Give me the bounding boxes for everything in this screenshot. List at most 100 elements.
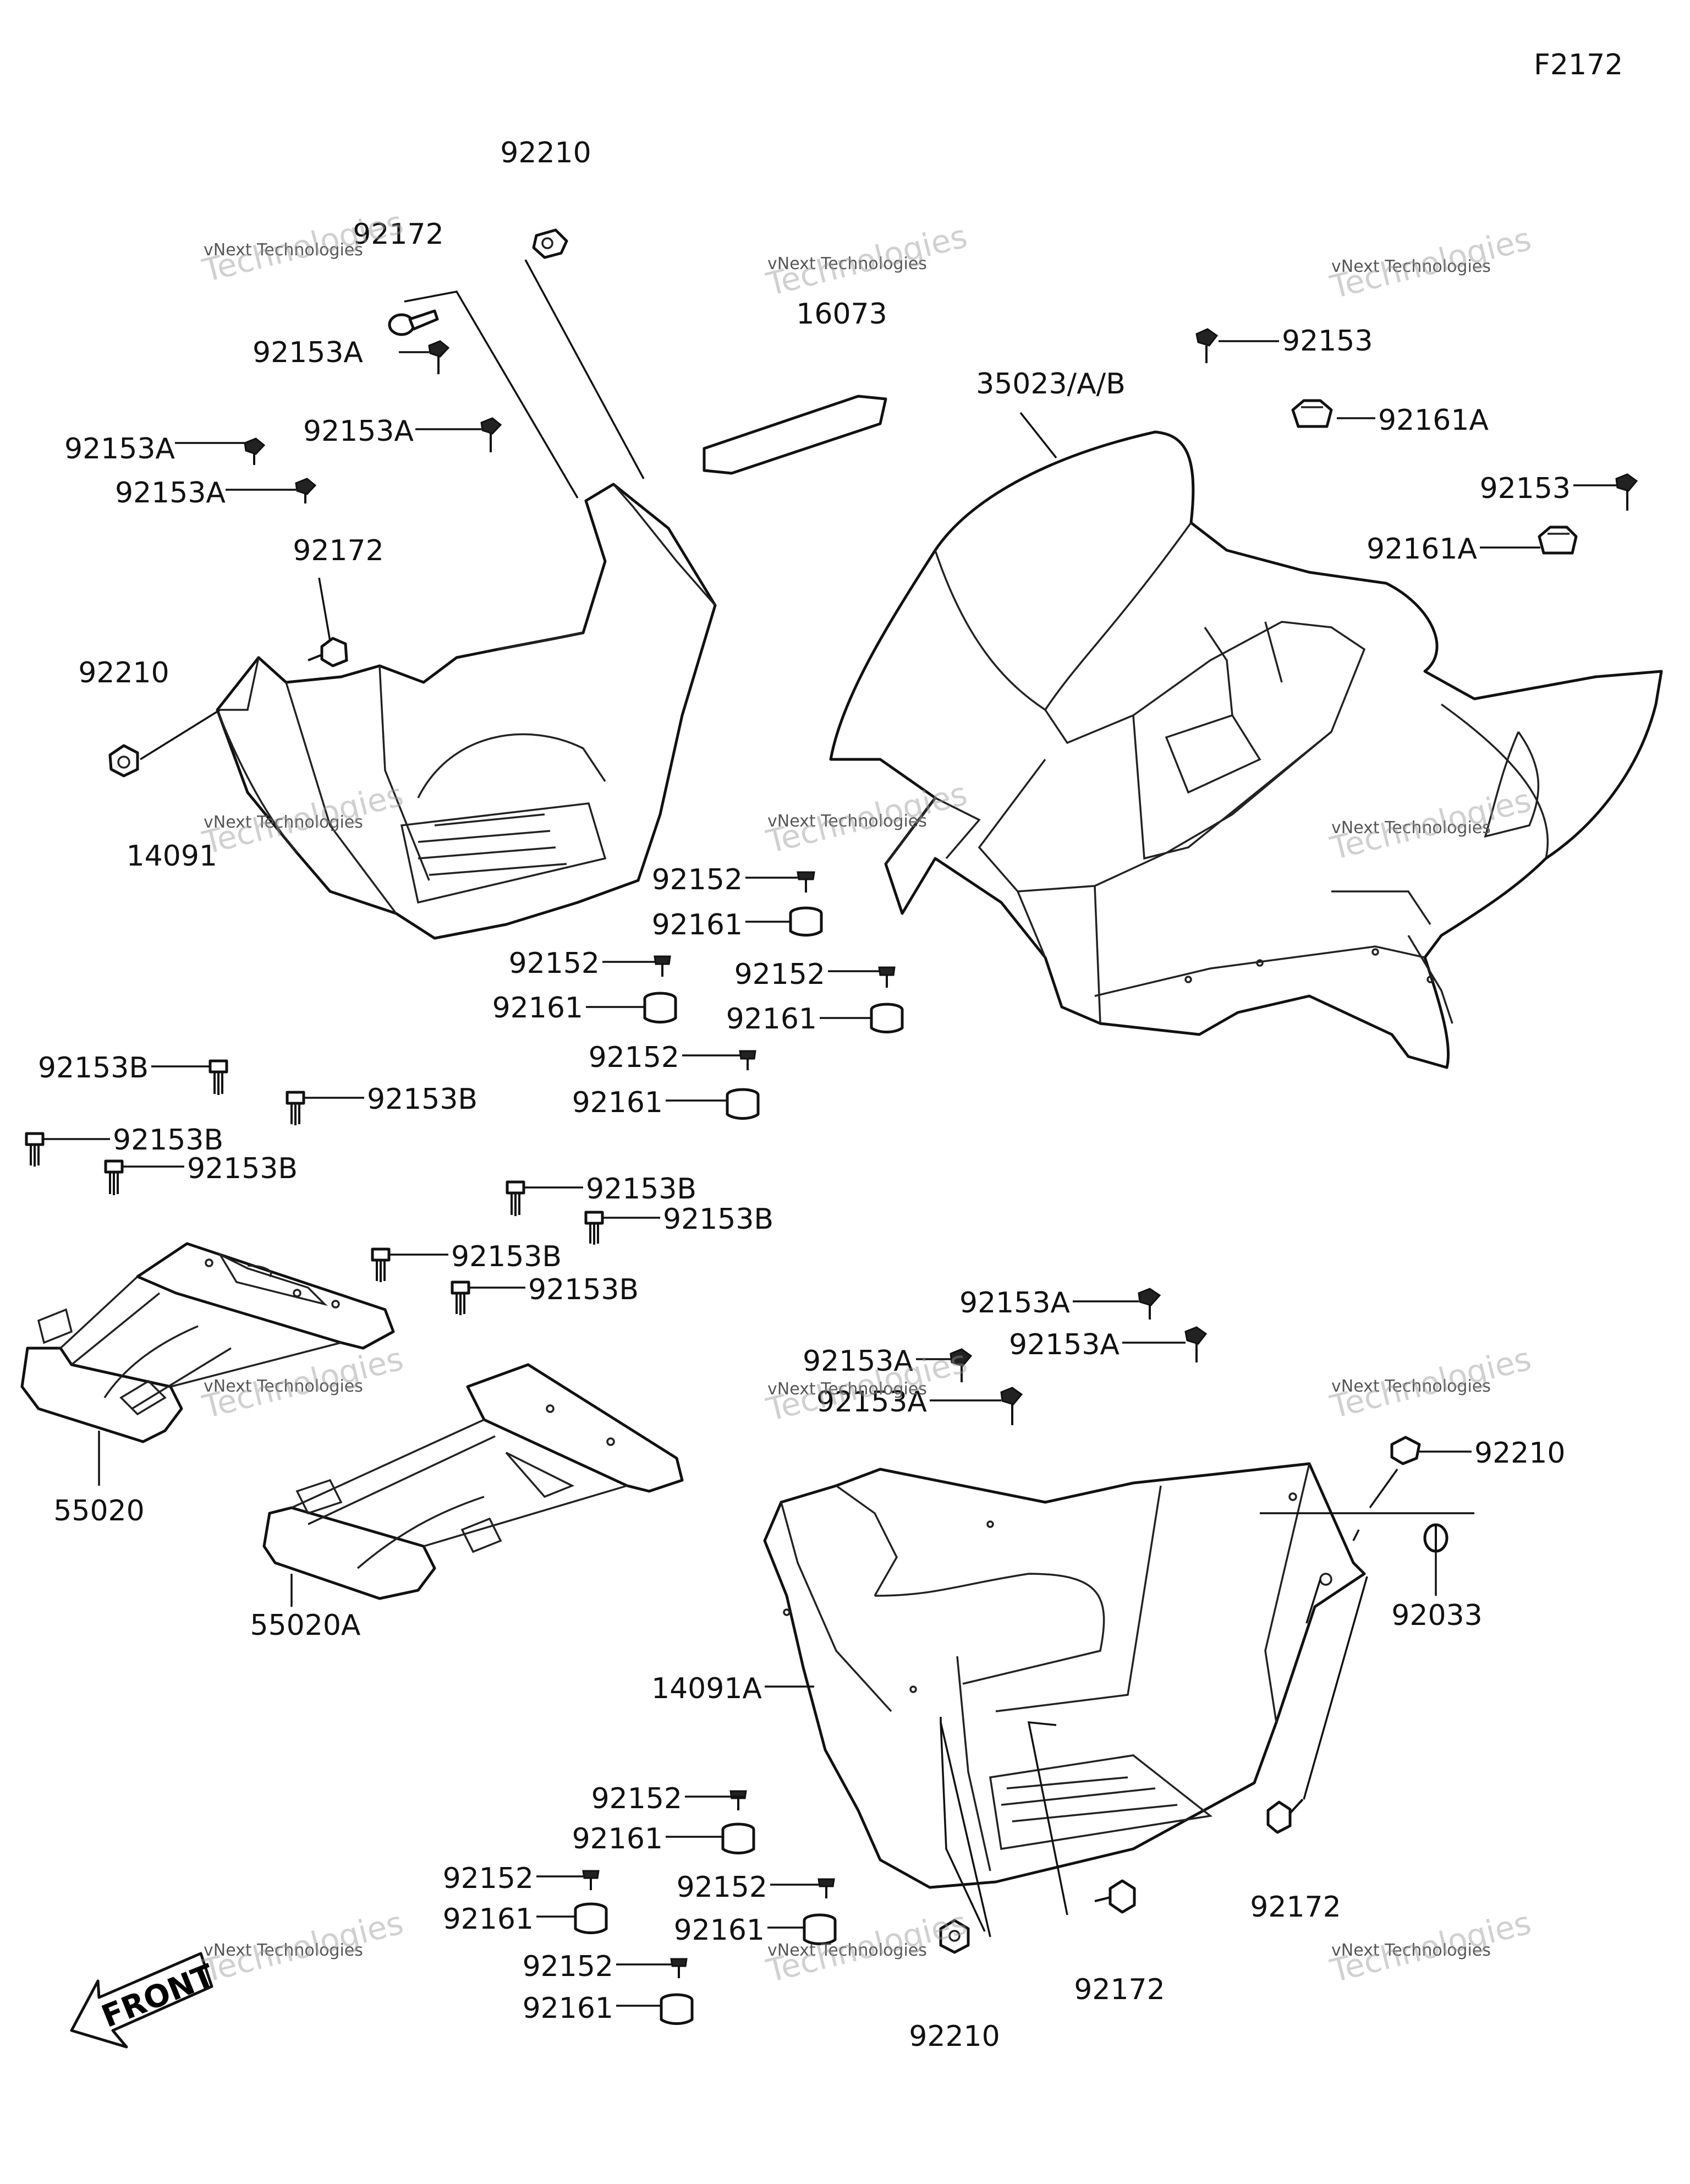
bolt-92153B-6[interactable] <box>584 1211 604 1245</box>
bolt-92172-bottom[interactable] <box>1094 1879 1136 1914</box>
label-92152-g: 92152 <box>676 1871 767 1904</box>
bolt-92153B-8[interactable] <box>451 1280 470 1315</box>
bolt-92153B-3[interactable] <box>25 1132 45 1167</box>
screw-92152-g[interactable] <box>817 1878 835 1898</box>
decal-16073[interactable] <box>703 395 887 475</box>
label-92153B-6: 92153B <box>663 1203 774 1236</box>
bolt-92153B-7[interactable] <box>371 1247 391 1282</box>
bolt-92172-right[interactable] <box>1266 1798 1304 1834</box>
label-92210-bottom: 92210 <box>909 2020 1000 2053</box>
screw-92152-f[interactable] <box>582 1870 600 1890</box>
label-92161A-b: 92161A <box>1367 533 1477 566</box>
grommet-92161A-b[interactable] <box>1538 526 1578 555</box>
label-92172-top: 92172 <box>353 218 444 251</box>
footrest-55020A[interactable] <box>262 1363 684 1600</box>
label-92153-b: 92153 <box>1479 472 1571 505</box>
rear-fender[interactable] <box>829 430 1663 1069</box>
label-92153B-1: 92153B <box>37 1052 149 1085</box>
label-16073: 16073 <box>796 298 887 331</box>
label-92153A-8: 92153A <box>816 1386 927 1419</box>
label-92161-c: 92161 <box>726 1003 817 1036</box>
clip-92033[interactable] <box>1423 1523 1448 1553</box>
front-fender-right[interactable] <box>763 1462 1366 1889</box>
footrest-55020[interactable] <box>20 1242 395 1443</box>
bolt-92172-top[interactable] <box>388 309 439 336</box>
label-55020A: 55020A <box>250 1609 361 1642</box>
label-92161-h: 92161 <box>522 1992 613 2025</box>
front-fender-left[interactable] <box>216 483 717 940</box>
label-92153B-2: 92153B <box>367 1083 478 1116</box>
figure-code: F2172 <box>1534 48 1623 81</box>
bolt-92153-a[interactable] <box>1195 328 1219 363</box>
front-arrow: FRONT <box>70 1952 220 2049</box>
collar-92161-a[interactable] <box>789 906 823 937</box>
nut-92210-top[interactable] <box>532 228 568 259</box>
label-92210-right: 92210 <box>1474 1437 1566 1470</box>
label-14091A: 14091A <box>651 1672 762 1705</box>
label-92153-a: 92153 <box>1282 325 1373 358</box>
bolt-92153A-5[interactable] <box>1138 1288 1161 1320</box>
collar-92161-d[interactable] <box>726 1088 760 1120</box>
label-92172-mid: 92172 <box>293 534 384 567</box>
label-92161-a: 92161 <box>651 908 743 942</box>
label-92153A-1: 92153A <box>253 336 363 369</box>
bolt-92153A-3[interactable] <box>244 437 266 465</box>
label-92153B-7: 92153B <box>451 1240 562 1273</box>
collar-92161-b[interactable] <box>643 992 677 1023</box>
label-92172-bottom: 92172 <box>1074 1973 1165 2006</box>
label-92152-h: 92152 <box>522 1950 613 1983</box>
label-92153B-4: 92153B <box>187 1152 298 1185</box>
collar-92161-c[interactable] <box>870 1003 904 1033</box>
label-92153A-7: 92153A <box>803 1345 913 1378</box>
bolt-92153A-1[interactable] <box>428 340 450 374</box>
label-92161-d: 92161 <box>572 1086 663 1119</box>
screw-92152-e[interactable] <box>729 1790 747 1810</box>
screw-92152-a[interactable] <box>797 871 815 893</box>
label-92033: 92033 <box>1391 1599 1483 1632</box>
collar-92161-g[interactable] <box>803 1913 837 1945</box>
bolt-92153A-6[interactable] <box>1184 1326 1208 1362</box>
bolt-92153B-4[interactable] <box>104 1159 124 1195</box>
collar-92161-e[interactable] <box>721 1822 755 1854</box>
bolt-92153A-8[interactable] <box>1000 1387 1023 1425</box>
bolt-92153A-4[interactable] <box>295 478 317 503</box>
bolt-92153A-7[interactable] <box>950 1348 973 1382</box>
label-92210-left: 92210 <box>78 656 169 689</box>
label-55020: 55020 <box>53 1495 145 1528</box>
screw-92152-c[interactable] <box>878 966 896 988</box>
label-92152-d: 92152 <box>588 1041 679 1074</box>
bolt-92153B-2[interactable] <box>286 1091 305 1125</box>
label-92152-c: 92152 <box>734 958 825 991</box>
bolt-92153B-1[interactable] <box>208 1059 228 1095</box>
bolt-92153-b[interactable] <box>1615 473 1638 511</box>
label-92152-a: 92152 <box>651 863 743 896</box>
label-92153B-8: 92153B <box>528 1273 639 1306</box>
bolt-92172-mid[interactable] <box>308 637 348 667</box>
collar-92161-f[interactable] <box>574 1902 608 1934</box>
nut-92210-right[interactable] <box>1390 1436 1421 1465</box>
label-14091: 14091 <box>126 840 217 873</box>
label-92153A-3: 92153A <box>64 433 175 466</box>
nut-92210-left[interactable] <box>108 744 139 778</box>
collar-92161-h[interactable] <box>660 1993 694 2025</box>
screw-92152-b[interactable] <box>654 955 671 977</box>
label-92152-b: 92152 <box>508 947 600 980</box>
grommet-92161A-a[interactable] <box>1291 399 1333 428</box>
label-92210-top: 92210 <box>500 136 591 169</box>
label-92161A-a: 92161A <box>1378 404 1489 437</box>
screw-92152-d[interactable] <box>739 1050 756 1070</box>
label-92161-g: 92161 <box>673 1914 765 1947</box>
label-92153A-6: 92153A <box>1009 1328 1120 1361</box>
bolt-92153B-5[interactable] <box>506 1180 525 1216</box>
screw-92152-h[interactable] <box>670 1958 688 1978</box>
bolt-92153A-2[interactable] <box>480 417 502 452</box>
nut-92210-bottom[interactable] <box>939 1919 970 1954</box>
